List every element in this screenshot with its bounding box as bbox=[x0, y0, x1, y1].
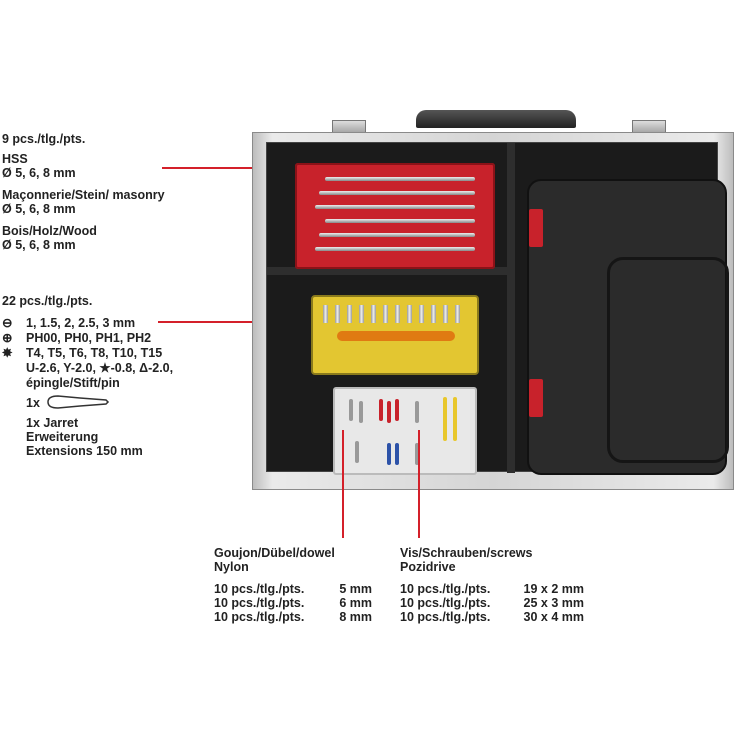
dowel-blue bbox=[387, 443, 391, 465]
hss-sizes: Ø 5, 6, 8 mm bbox=[2, 166, 76, 180]
drill-set-count: 9 pcs./tlg./pts. bbox=[2, 132, 86, 146]
bit-set-pointer-line bbox=[158, 321, 296, 323]
slotted-icon: ⊖ bbox=[2, 316, 13, 330]
drill-bit bbox=[325, 177, 475, 181]
dowel-row: 10 pcs./tlg./pts. 6 mm bbox=[214, 596, 372, 611]
bit bbox=[371, 305, 376, 323]
drill-bit bbox=[315, 205, 475, 209]
dowel-qty: 10 pcs./tlg./pts. bbox=[214, 582, 305, 596]
screw-qty: 10 pcs./tlg./pts. bbox=[400, 582, 491, 596]
case-clip-top bbox=[529, 209, 543, 247]
bit-set-count: 22 pcs./tlg./pts. bbox=[2, 294, 93, 308]
extensions-label: Extensions 150 mm bbox=[26, 444, 143, 458]
special-bits-2: épingle/Stift/pin bbox=[26, 376, 120, 390]
hss-label: HSS bbox=[2, 152, 28, 166]
dowel-red bbox=[395, 399, 399, 421]
dowel-red bbox=[387, 401, 391, 423]
slotted-sizes: 1, 1.5, 2, 2.5, 3 mm bbox=[26, 316, 136, 330]
screw-row: 10 pcs./tlg./pts. 30 x 4 mm bbox=[400, 610, 584, 625]
bit bbox=[419, 305, 424, 323]
dowel-size: 6 mm bbox=[339, 596, 372, 610]
dowel-yellow bbox=[443, 397, 447, 441]
case-interior bbox=[266, 142, 729, 475]
screw-size: 25 x 3 mm bbox=[523, 596, 584, 610]
dowel-qty: 10 pcs./tlg./pts. bbox=[214, 610, 305, 624]
bit-handle-icon bbox=[47, 395, 110, 409]
screw-pointer-line bbox=[418, 430, 420, 538]
screw-dowel-organizer bbox=[333, 387, 477, 475]
torx-row: ✸ T4, T5, T6, T8, T10, T15 bbox=[2, 346, 162, 361]
screw-row: 10 pcs./tlg./pts. 25 x 3 mm bbox=[400, 596, 584, 611]
screw-row: 10 pcs./tlg./pts. 19 x 2 mm bbox=[400, 582, 584, 597]
drill-bit bbox=[325, 219, 475, 223]
torx-icon: ✸ bbox=[2, 346, 13, 360]
bit bbox=[347, 305, 352, 323]
screw-type: Pozidrive bbox=[400, 560, 456, 574]
accessory-case-lid-panel bbox=[607, 257, 729, 463]
bit bbox=[383, 305, 388, 323]
tool-case bbox=[252, 110, 734, 490]
phillips-icon: ⊕ bbox=[2, 331, 13, 345]
wood-sizes: Ø 5, 6, 8 mm bbox=[2, 238, 76, 252]
screw bbox=[359, 401, 363, 423]
precision-screwdriver bbox=[337, 331, 455, 341]
screw-title: Vis/Schrauben/screws bbox=[400, 546, 533, 560]
dowel-qty: 10 pcs./tlg./pts. bbox=[214, 596, 305, 610]
screw bbox=[415, 401, 419, 423]
special-bits-1: U-2.6, Y-2.0, ★-0.8, Δ-2.0, bbox=[26, 361, 174, 375]
bit bbox=[455, 305, 460, 323]
screw-size: 30 x 4 mm bbox=[523, 610, 584, 624]
bit bbox=[431, 305, 436, 323]
dowel-row: 10 pcs./tlg./pts. 8 mm bbox=[214, 610, 372, 625]
dowel-size: 5 mm bbox=[339, 582, 372, 596]
dowel-blue bbox=[395, 443, 399, 465]
screw-qty: 10 pcs./tlg./pts. bbox=[400, 610, 491, 624]
drill-bit-box bbox=[295, 163, 495, 269]
drill-bit bbox=[319, 191, 475, 195]
screw-qty: 10 pcs./tlg./pts. bbox=[400, 596, 491, 610]
masonry-label: Maçonnerie/Stein/ masonry bbox=[2, 188, 165, 202]
drill-bit bbox=[315, 247, 475, 251]
black-accessory-case bbox=[527, 179, 729, 475]
bit bbox=[323, 305, 328, 323]
bit bbox=[335, 305, 340, 323]
jarret-label: 1x Jarret bbox=[26, 416, 79, 430]
screw-size: 19 x 2 mm bbox=[523, 582, 584, 596]
case-divider-horizontal bbox=[267, 267, 507, 275]
case-handle bbox=[416, 110, 576, 128]
screw bbox=[415, 443, 419, 465]
dowel-title: Goujon/Dübel/dowel bbox=[214, 546, 335, 560]
handle-qty: 1x bbox=[26, 396, 40, 410]
bit bbox=[407, 305, 412, 323]
dowel-size: 8 mm bbox=[339, 610, 372, 624]
dowel-pointer-line bbox=[342, 430, 344, 538]
phillips-row: ⊕ PH00, PH0, PH1, PH2 bbox=[2, 331, 151, 346]
dowel-material: Nylon bbox=[214, 560, 249, 574]
erweiterung-label: Erweiterung bbox=[26, 430, 99, 444]
slotted-row: ⊖ 1, 1.5, 2, 2.5, 3 mm bbox=[2, 316, 135, 331]
dowel-yellow bbox=[453, 397, 457, 441]
bit bbox=[395, 305, 400, 323]
drill-bit bbox=[319, 233, 475, 237]
screw bbox=[349, 399, 353, 421]
wood-label: Bois/Holz/Wood bbox=[2, 224, 97, 238]
dowel-red bbox=[379, 399, 383, 421]
torx-sizes: T4, T5, T6, T8, T10, T15 bbox=[26, 346, 163, 360]
screw bbox=[355, 441, 359, 463]
bit bbox=[443, 305, 448, 323]
case-clip-bottom bbox=[529, 379, 543, 417]
case-divider-vertical bbox=[507, 143, 515, 473]
phillips-sizes: PH00, PH0, PH1, PH2 bbox=[26, 331, 152, 345]
masonry-sizes: Ø 5, 6, 8 mm bbox=[2, 202, 76, 216]
dowel-row: 10 pcs./tlg./pts. 5 mm bbox=[214, 582, 372, 597]
bit bbox=[359, 305, 364, 323]
drill-set-pointer-line bbox=[162, 167, 290, 169]
